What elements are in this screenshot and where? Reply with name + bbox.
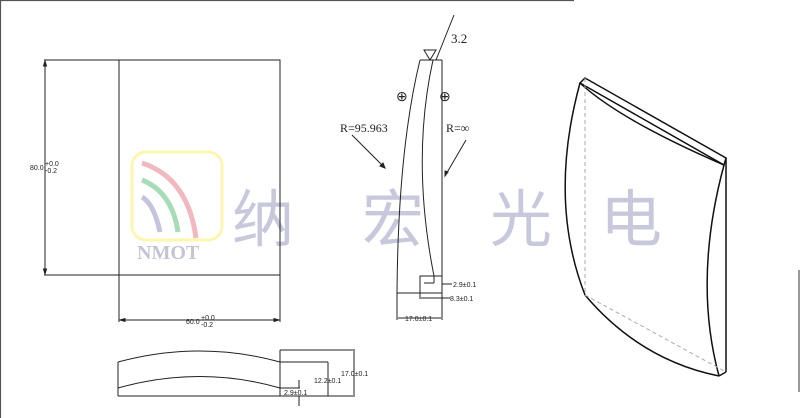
- centering-symbol-right: ⊕: [439, 90, 451, 105]
- side-view: [351, 14, 467, 320]
- watermark-char-1: 纳: [232, 183, 294, 256]
- centering-symbol-left: ⊕: [396, 90, 408, 105]
- height-dim-value: 80.0: [30, 165, 44, 172]
- watermark-char-4: 电: [600, 183, 662, 256]
- width-dim-upper-tol: +0.0: [201, 315, 215, 322]
- top-dim-inner: 12.2±0.1: [314, 378, 341, 385]
- radius-left-label: R=95.963: [340, 121, 388, 135]
- height-dim-lower-tol: -0.2: [45, 168, 57, 175]
- watermark-char-2: 宏: [362, 183, 424, 256]
- width-dim-value: 60.0: [186, 319, 200, 326]
- width-dim-lower-tol: -0.2: [201, 322, 213, 329]
- top-view: [117, 349, 355, 406]
- isometric-view: [564, 77, 727, 377]
- nmot-logo: NMOT: [130, 150, 224, 264]
- roughness-value: 3.2: [451, 31, 467, 46]
- dim-step: 8.3±0.1: [450, 296, 473, 303]
- logo-text: NMOT: [137, 242, 200, 264]
- dim-total-width: 17.0±0.1: [405, 316, 432, 323]
- height-dim-upper-tol: +0.0: [45, 161, 59, 168]
- radius-right-label: R=∞: [446, 121, 469, 135]
- dim-edge-thickness: 2.9±0.1: [453, 282, 476, 289]
- front-view: [42, 59, 281, 323]
- top-dim-edge: 2.9±0.1: [284, 390, 307, 397]
- top-dim-total: 17.0±0.1: [341, 371, 368, 378]
- watermark-char-3: 光: [490, 183, 552, 256]
